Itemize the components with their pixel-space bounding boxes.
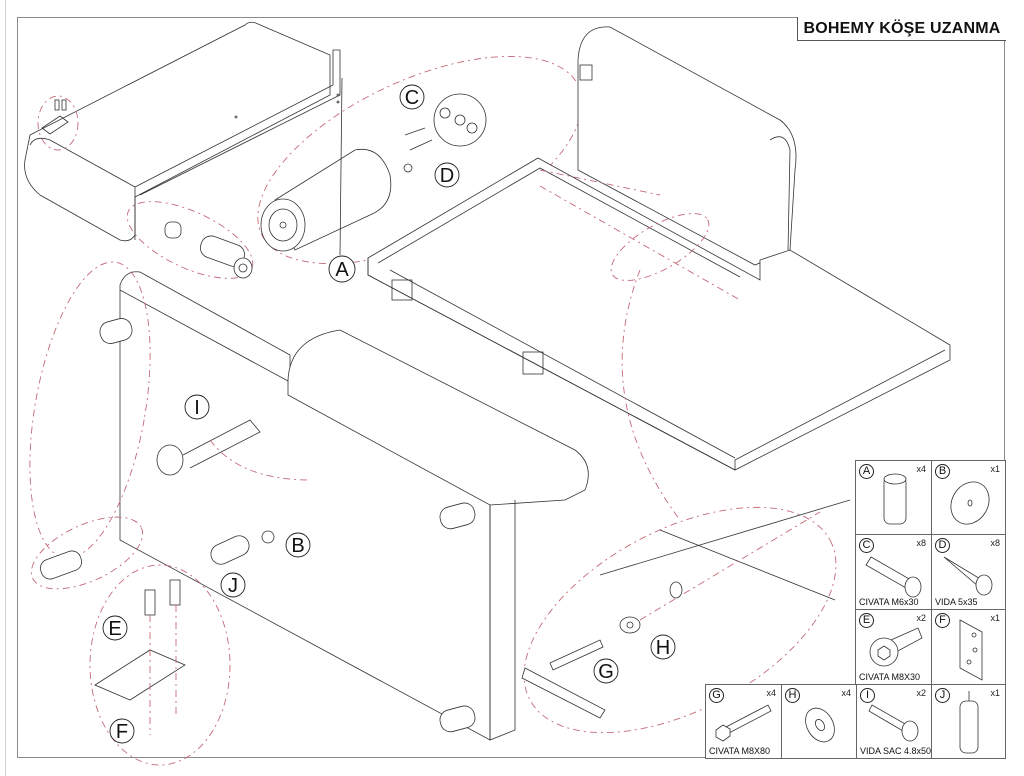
svg-text:H: H (656, 637, 670, 659)
svg-text:G: G (598, 661, 614, 683)
part-letter: F (935, 613, 950, 628)
detail-leg-connector (126, 201, 254, 279)
part-letter: E (859, 613, 874, 628)
part-name: CIVATA M8X30 (859, 672, 921, 682)
part-cell-J: J x1 (931, 684, 1006, 759)
part-cell-C: C x8 CIVATA M6x30 (855, 534, 932, 610)
wood-screw-icon (943, 556, 993, 596)
center-leg-icon (959, 691, 979, 754)
part-qty: x4 (916, 464, 926, 474)
callout-G: G (593, 658, 619, 684)
document-title: BOHEMY KÖŞE UZANMA (797, 17, 1006, 41)
socket-cap-bolt-icon (869, 627, 923, 667)
part-cell-E: E x2 CIVATA M8X30 (855, 609, 932, 685)
lower-module (29, 261, 589, 766)
part-cell-H: H x4 (781, 684, 857, 759)
part-name: CIVATA M8X80 (709, 746, 771, 756)
drawing-frame (17, 17, 1005, 758)
part-qty: x4 (766, 688, 776, 698)
svg-text:B: B (291, 535, 304, 557)
part-letter: D (935, 538, 950, 553)
part-name: VIDA SAC 4.8x50 (860, 746, 932, 756)
part-qty: x4 (841, 688, 851, 698)
callout-H: H (650, 634, 676, 660)
part-name: CIVATA M6x30 (859, 597, 919, 607)
part-cell-D: D x8 VIDA 5x35 (931, 534, 1006, 610)
callout-F: F (109, 718, 135, 744)
part-qty: x8 (916, 538, 926, 548)
detail-bolt-washer (521, 499, 851, 734)
callout-D: D (434, 162, 460, 188)
detail-leg-assembly (257, 55, 583, 265)
self-tapping-screw-icon (868, 704, 919, 742)
part-cell-B: B x1 (931, 460, 1006, 535)
svg-text:C: C (405, 87, 419, 109)
part-qty: x8 (990, 538, 1000, 548)
part-cell-G: G x4 CIVATA M8X80 (705, 684, 782, 759)
part-letter: A (859, 464, 874, 479)
svg-text:D: D (440, 165, 454, 187)
part-qty: x1 (990, 464, 1000, 474)
part-qty: x1 (990, 688, 1000, 698)
part-letter: B (935, 464, 950, 479)
part-cell-A: A x4 (855, 460, 932, 535)
hex-bolt-icon (715, 704, 772, 742)
callout-C: C (399, 84, 425, 110)
flat-washer-icon (805, 707, 835, 743)
part-qty: x2 (916, 688, 926, 698)
part-qty: x1 (990, 613, 1000, 623)
leg-cylinder-icon (883, 473, 907, 525)
seat-frame (367, 157, 951, 521)
part-letter: H (785, 688, 800, 703)
back-module (577, 26, 797, 266)
bolt-icon (865, 556, 922, 598)
part-letter: J (935, 688, 950, 703)
top-left-module (24, 21, 341, 242)
connector-plate-icon (959, 619, 983, 681)
callout-E: E (102, 615, 128, 641)
part-cell-I: I x2 VIDA SAC 4.8x50 (856, 684, 932, 759)
svg-text:F: F (116, 721, 128, 743)
part-letter: C (859, 538, 874, 553)
callout-A: A (328, 255, 356, 283)
part-letter: G (709, 688, 724, 703)
callout-I: I (184, 394, 210, 420)
part-name: VIDA 5x35 (935, 597, 978, 607)
svg-text:A: A (335, 259, 349, 281)
svg-text:E: E (108, 618, 121, 640)
page-edge-line (5, 0, 6, 776)
part-cell-F: F x1 (931, 609, 1006, 685)
part-qty: x2 (916, 613, 926, 623)
callout-J: J (220, 572, 246, 598)
svg-text:J: J (228, 575, 238, 597)
callout-B: B (285, 532, 311, 558)
washer-disc-icon (950, 481, 990, 525)
svg-text:I: I (194, 397, 200, 419)
part-letter: I (860, 688, 875, 703)
